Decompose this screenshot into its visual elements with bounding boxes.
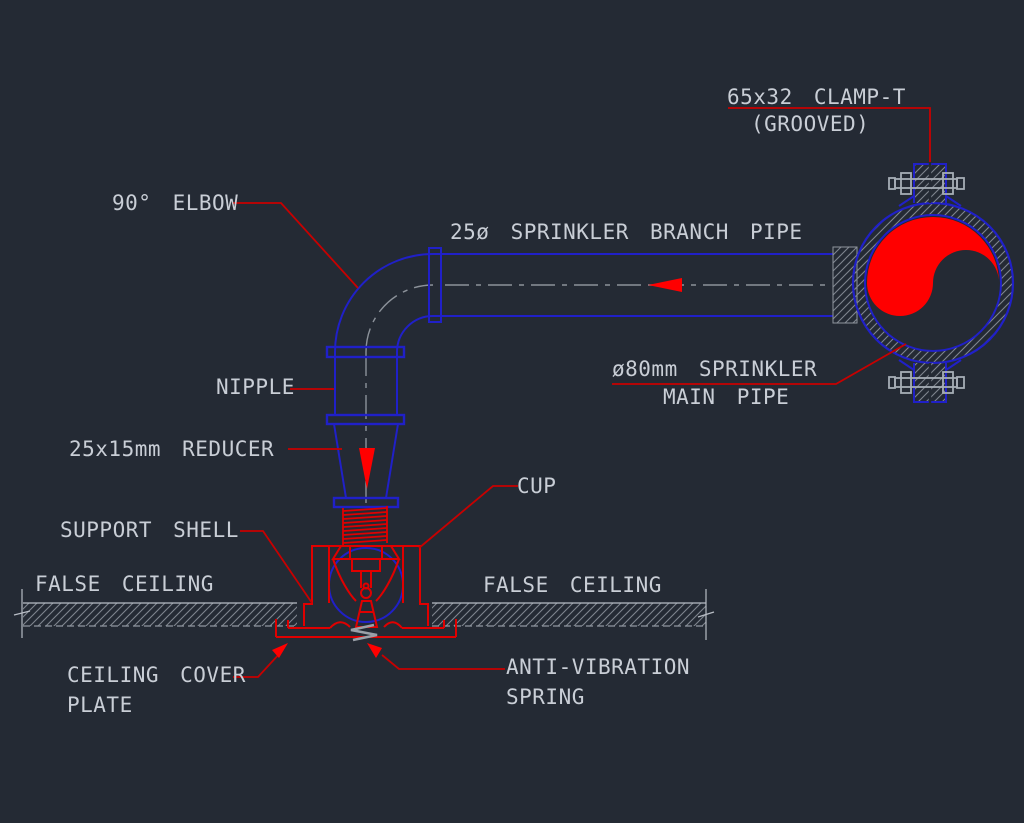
sprinkler-body bbox=[351, 558, 381, 572]
leader-spring bbox=[381, 654, 505, 670]
clamp-lug-bottom bbox=[898, 359, 962, 405]
label-cup: CUP bbox=[517, 474, 557, 498]
label-clamp-t: 65x32 CLAMP-T bbox=[727, 85, 906, 109]
label-ceiling-cover-plate-line2: PLATE bbox=[67, 693, 133, 717]
frame-arm-left bbox=[332, 558, 357, 602]
yin-yang-flow bbox=[867, 217, 999, 316]
label-main-pipe-line2: MAIN PIPE bbox=[663, 385, 790, 409]
leader-main-pipe bbox=[612, 343, 907, 385]
label-anti-vibration-line2: SPRING bbox=[506, 685, 585, 709]
centerlines bbox=[365, 284, 830, 503]
label-false-ceiling-right: FALSE CEILING bbox=[483, 573, 662, 597]
flange-bottom bbox=[332, 496, 400, 509]
clamp-t-group bbox=[851, 161, 1015, 405]
leader-support-shell bbox=[240, 530, 313, 604]
leader-cover-plate bbox=[233, 651, 282, 678]
leader-lines bbox=[233, 107, 931, 678]
label-clamp-t-grooved: (GROOVED) bbox=[751, 112, 870, 136]
arrowhead-cover-plate bbox=[272, 643, 288, 658]
label-false-ceiling-left: FALSE CEILING bbox=[35, 572, 214, 596]
flow-arrow-branch bbox=[648, 278, 682, 292]
frame-arm-right bbox=[375, 558, 400, 602]
flange-top bbox=[325, 345, 406, 359]
label-ceiling-cover-plate-line1: CEILING COVER bbox=[67, 663, 246, 687]
bulb-top bbox=[362, 582, 370, 590]
deflector-cup bbox=[354, 600, 379, 628]
elbow-inner-arc bbox=[396, 315, 434, 353]
branch-pipe-group bbox=[325, 247, 833, 509]
clamp-bolt-top bbox=[888, 172, 965, 195]
leader-cup bbox=[418, 485, 518, 549]
clamp-lug-top bbox=[898, 161, 962, 207]
label-anti-vibration-line1: ANTI-VIBRATION bbox=[506, 655, 691, 679]
label-reducer: 25x15mm REDUCER bbox=[69, 437, 275, 461]
label-main-pipe-line1: ø80mm SPRINKLER bbox=[612, 357, 818, 381]
label-support-shell: SUPPORT SHELL bbox=[60, 518, 239, 542]
clamp-bolt-bottom bbox=[888, 371, 965, 394]
flow-arrow-reducer bbox=[359, 448, 375, 489]
label-nipple: NIPPLE bbox=[216, 375, 295, 399]
sprinkler-stem bbox=[360, 571, 372, 588]
leader-elbow bbox=[233, 202, 359, 289]
false-ceiling-right-bar bbox=[432, 589, 715, 640]
support-shell bbox=[303, 545, 429, 626]
false-ceiling-left-bar bbox=[13, 589, 297, 638]
elbow-outer-arc bbox=[334, 253, 434, 353]
thread-section bbox=[342, 506, 388, 545]
sprinkler-head-group bbox=[303, 545, 429, 628]
plate-wings bbox=[329, 621, 403, 629]
label-elbow: 90° ELBOW bbox=[112, 191, 239, 215]
coupling bbox=[428, 247, 442, 323]
anti-vibration-spring bbox=[350, 623, 378, 642]
leader-clamp-t bbox=[728, 107, 931, 162]
arrowhead-spring bbox=[367, 643, 382, 658]
label-branch-pipe: 25ø SPRINKLER BRANCH PIPE bbox=[450, 220, 803, 244]
